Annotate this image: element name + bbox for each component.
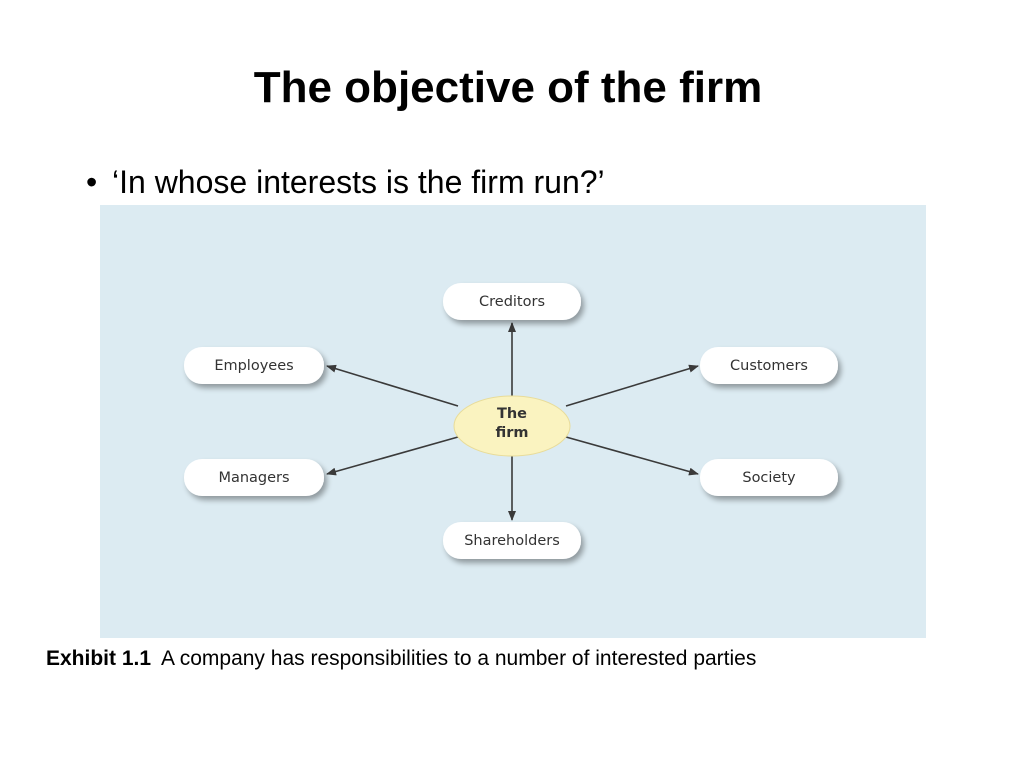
arrow-to-managers (326, 436, 459, 476)
exhibit-caption: Exhibit 1.1 A company has responsibilitie… (46, 646, 756, 672)
node-creditors: Creditors (443, 283, 581, 320)
firm-hub-label-line1: The (497, 406, 527, 422)
arrow-to-employees (326, 364, 459, 407)
firm-hub-label-line2: firm (495, 425, 528, 441)
exhibit-caption-text: A company has responsibilities to a numb… (161, 647, 757, 670)
node-shareholders-label: Shareholders (464, 533, 560, 549)
stakeholder-diagram: The firm Creditors Employees Customers M… (100, 205, 926, 638)
arrow-to-customers (565, 364, 699, 407)
bullet-item: • ‘In whose interests is the firm run?’ (86, 162, 605, 202)
node-creditors-label: Creditors (479, 294, 545, 310)
exhibit-label: Exhibit 1.1 (46, 647, 152, 670)
node-society-label: Society (742, 470, 796, 486)
node-employees: Employees (184, 347, 324, 384)
firm-hub (453, 395, 571, 457)
slide-title: The objective of the firm (253, 63, 763, 112)
node-managers-label: Managers (218, 470, 289, 486)
bullet-text: ‘In whose interests is the firm run?’ (112, 164, 605, 200)
node-shareholders: Shareholders (443, 522, 581, 559)
node-managers: Managers (184, 459, 324, 496)
node-employees-label: Employees (214, 358, 293, 374)
node-society: Society (700, 459, 838, 496)
arrow-to-society (565, 436, 699, 476)
node-customers: Customers (700, 347, 838, 384)
node-customers-label: Customers (730, 358, 808, 374)
bullet-marker: • (86, 164, 98, 200)
